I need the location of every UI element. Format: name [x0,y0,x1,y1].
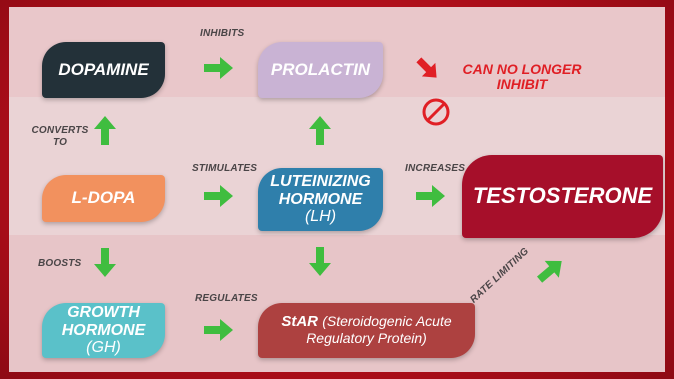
edge-label-boosts: BOOSTS [38,258,82,269]
node-dopamine: DOPAMINE [42,42,165,98]
node-dopamine-label: DOPAMINE [58,59,149,79]
edge-label-increases: INCREASES [405,163,466,174]
arrow-up-icon [308,115,332,145]
node-lh-text: LUTEINIZING HORMONE (LH) [266,173,375,226]
node-gh-text: GROWTH HORMONE (GH) [50,304,157,357]
node-gh-abbrev: (GH) [86,339,121,357]
node-testosterone-label: TESTOSTERONE [472,183,653,209]
arrow-right-icon [204,56,234,80]
edge-label-regulates: REGULATES [195,293,258,304]
arrow-down-icon [308,247,332,277]
node-lh-abbrev: (LH) [304,208,337,226]
note-can-no-longer-inhibit: CAN NO LONGER INHIBIT [462,61,582,92]
node-lh-label: LUTEINIZING HORMONE [270,173,371,208]
node-star-text: StAR (Steroidogenic Acute Regulatory Pro… [266,313,467,347]
node-ldopa: L-DOPA [42,175,165,222]
arrow-up-right-icon [532,251,570,289]
arrow-right-icon [204,318,234,342]
prohibited-icon [422,98,450,126]
node-ldopa-label: L-DOPA [71,188,136,208]
edge-label-converts-to: CONVERTS TO [31,125,89,148]
node-luteinizing-hormone: LUTEINIZING HORMONE (LH) [258,168,383,231]
arrow-right-icon [416,184,446,208]
node-testosterone: TESTOSTERONE [462,155,663,238]
node-prolactin: PROLACTIN [258,42,383,98]
arrow-down-right-icon [411,52,445,86]
node-star-label: StAR [281,313,319,330]
arrow-up-icon [93,115,117,145]
edge-label-inhibits: INHIBITS [200,28,245,39]
arrow-right-icon [204,184,234,208]
node-star-description: (Steroidogenic Acute Regulatory Protein) [306,313,452,346]
node-prolactin-label: PROLACTIN [270,59,371,79]
edge-label-stimulates: STIMULATES [192,163,258,174]
arrow-down-icon [93,248,117,278]
node-growth-hormone: GROWTH HORMONE (GH) [42,303,165,358]
node-gh-label: GROWTH HORMONE [61,304,146,339]
node-star: StAR (Steroidogenic Acute Regulatory Pro… [258,303,475,358]
